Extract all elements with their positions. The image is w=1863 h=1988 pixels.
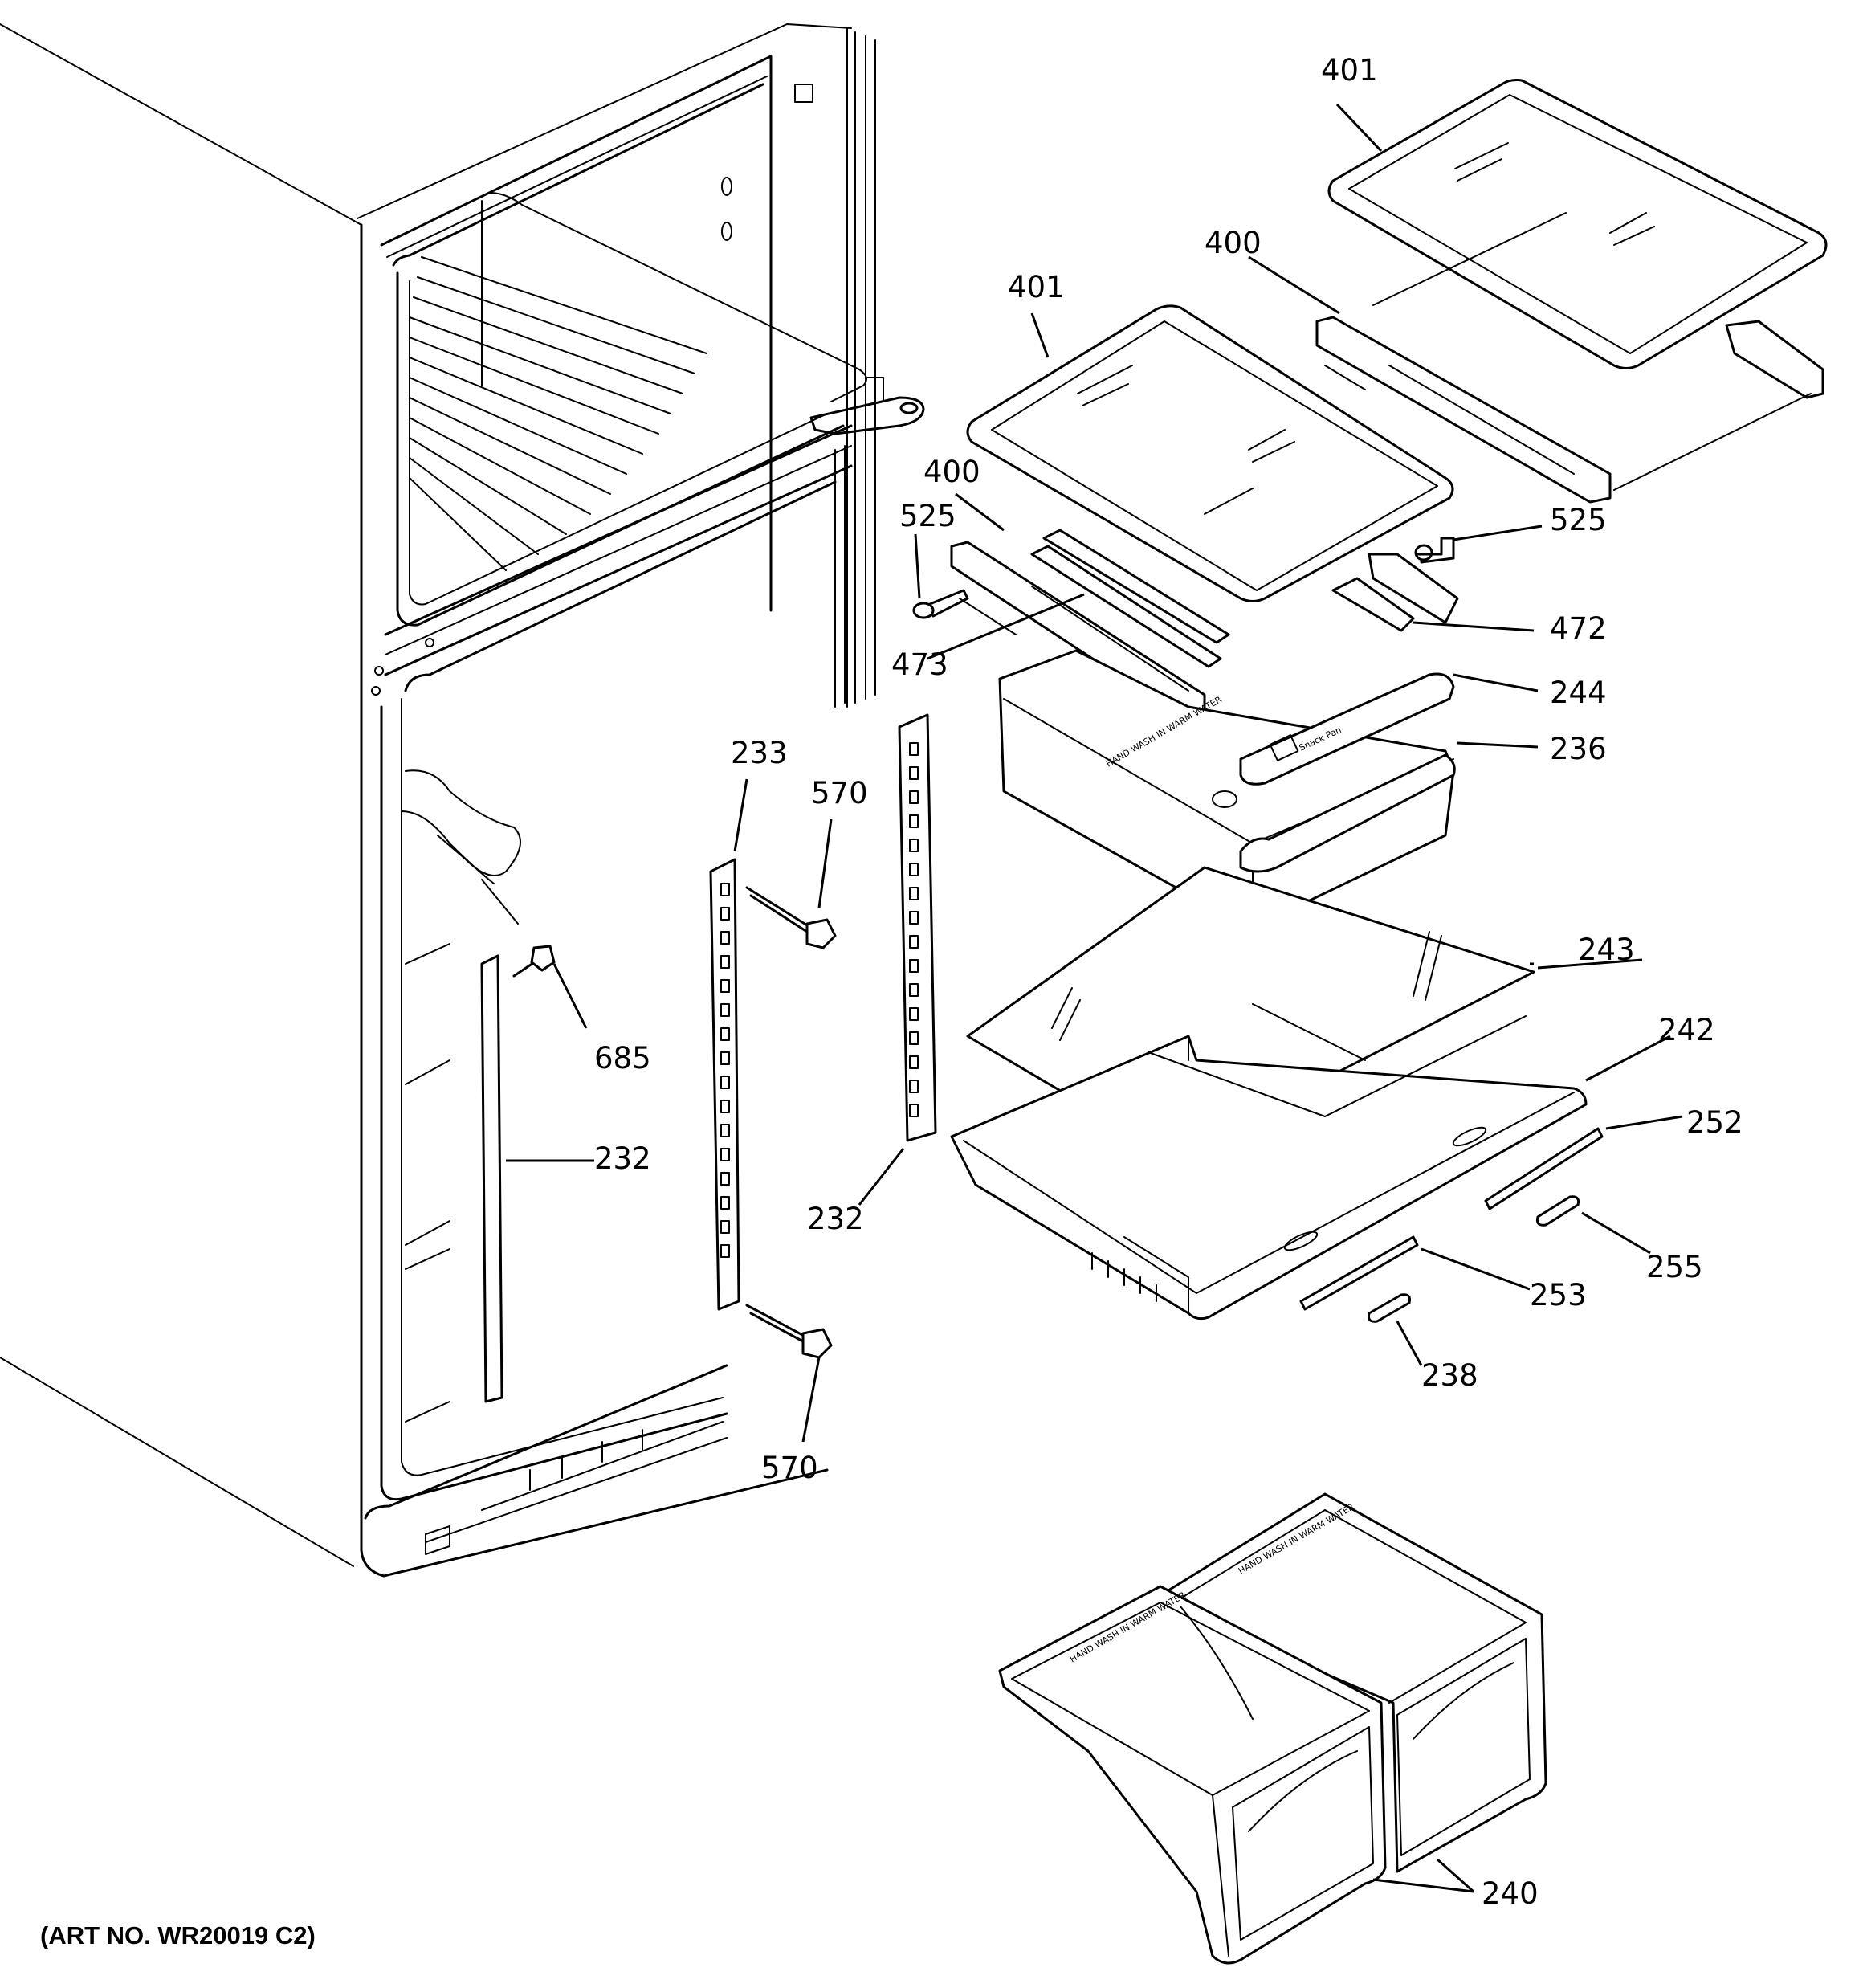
art-number: (ART NO. WR20019 C2) xyxy=(40,1921,316,1949)
callout-401-middle: 401 xyxy=(1008,270,1065,304)
crisper-drawer-240-left: HAND WASH IN WARM WATER xyxy=(998,1585,1387,1965)
callout-242: 242 xyxy=(1658,1013,1715,1047)
crisper-frame-242 xyxy=(950,1003,1588,1321)
callout-labels: 401 400 401 400 525 525 472 473 244 236 … xyxy=(594,53,1743,1911)
shelf-ladder-232-right xyxy=(898,713,937,1142)
callout-243: 243 xyxy=(1578,933,1635,967)
roller-255 xyxy=(1536,1195,1580,1227)
callout-400-middle: 400 xyxy=(923,455,980,489)
callout-255: 255 xyxy=(1646,1250,1703,1284)
callout-400-upper: 400 xyxy=(1205,226,1262,260)
roller-238 xyxy=(1368,1293,1411,1323)
callout-233: 233 xyxy=(731,736,788,770)
callout-238: 238 xyxy=(1421,1358,1478,1393)
callout-232-right: 232 xyxy=(807,1202,864,1236)
glass-shelf-401-upper xyxy=(1327,79,1828,369)
snack-pan-cover-244: Snack Pan xyxy=(1239,672,1455,786)
callout-401-upper: 401 xyxy=(1321,53,1378,88)
callout-525-right: 525 xyxy=(1550,503,1607,537)
slide-252 xyxy=(1484,1127,1604,1210)
callout-244: 244 xyxy=(1550,676,1607,710)
snack-pan-236: HAND WASH IN WARM WATER xyxy=(998,649,1456,929)
callout-472: 472 xyxy=(1550,611,1607,646)
callout-240: 240 xyxy=(1482,1876,1539,1911)
screw-685 xyxy=(512,945,556,978)
crisper-drawer-240-right: HAND WASH IN WARM WATER xyxy=(1167,1492,1547,1873)
shelf-ladder-232-left xyxy=(480,954,503,1403)
callout-570-lower: 570 xyxy=(761,1451,818,1485)
screw-570-lower xyxy=(745,1304,833,1359)
slide-253 xyxy=(1299,1235,1419,1311)
leader-lines xyxy=(506,103,1683,1893)
glass-shelf-401-middle xyxy=(966,304,1454,602)
refrigerator-cabinet xyxy=(0,23,925,1578)
callout-232-left: 232 xyxy=(594,1141,651,1176)
callout-685: 685 xyxy=(594,1041,651,1076)
callout-525-left: 525 xyxy=(899,499,956,533)
rail-472 xyxy=(1042,529,1415,644)
screw-525-right xyxy=(1414,537,1455,564)
callout-252: 252 xyxy=(1686,1105,1743,1140)
shelf-ladder-233 xyxy=(709,858,740,1311)
rail-473 xyxy=(1030,545,1222,668)
callout-473: 473 xyxy=(891,647,948,682)
callout-570-upper: 570 xyxy=(811,776,868,810)
callout-236: 236 xyxy=(1550,732,1607,766)
shelf-bracket-400-upper xyxy=(1315,212,1824,504)
screw-570-upper xyxy=(745,886,837,949)
callout-253: 253 xyxy=(1530,1278,1587,1312)
screw-525-left xyxy=(912,589,969,619)
